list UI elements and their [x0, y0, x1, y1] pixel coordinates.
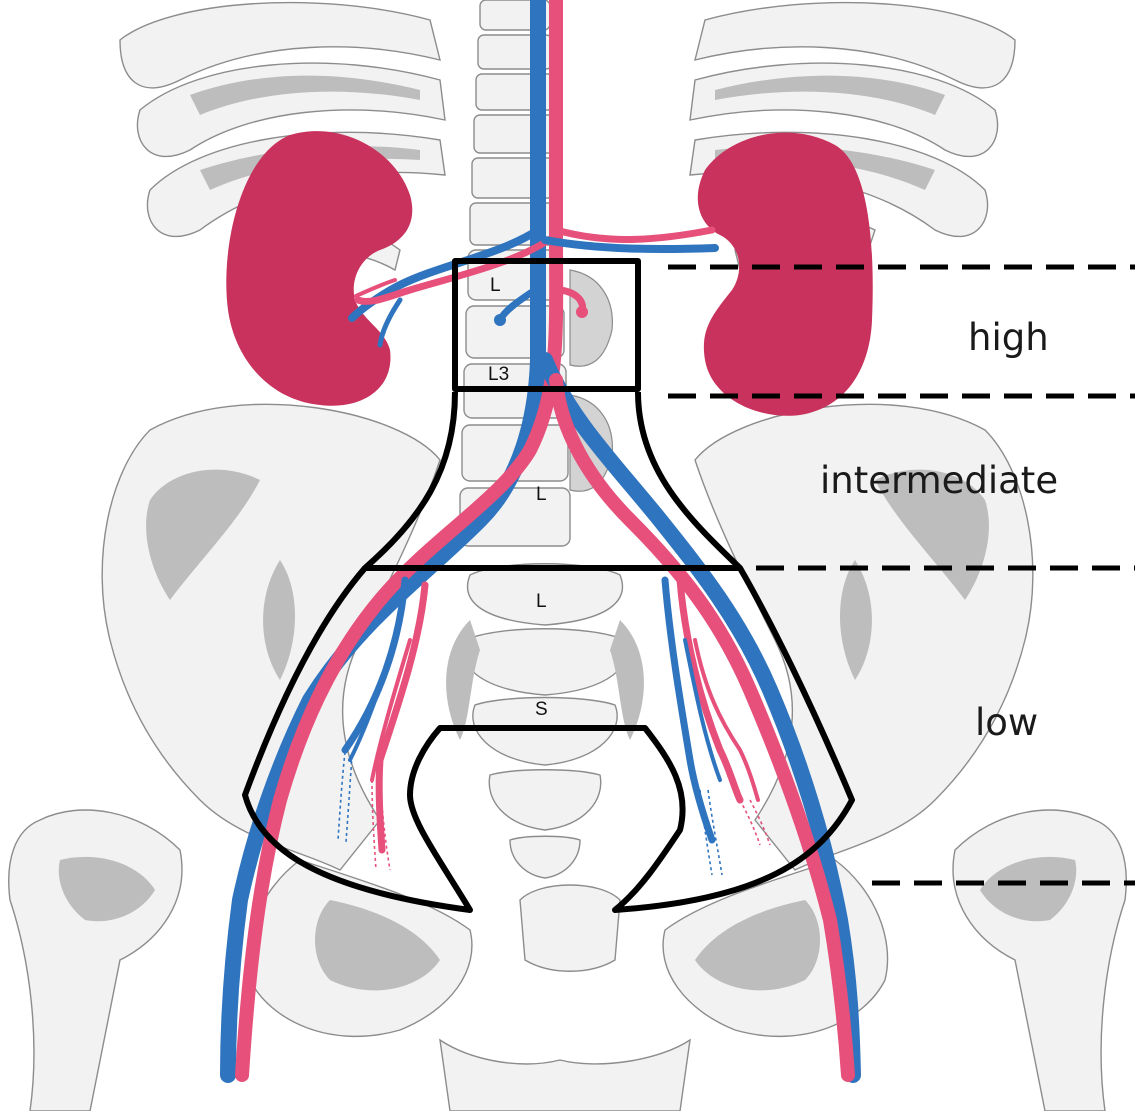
zone-label-high: high [968, 316, 1049, 359]
right-kidney [698, 133, 873, 416]
vertebra-label-s: S [535, 699, 548, 720]
vertebra-label-l-middle: L [536, 484, 547, 505]
vertebra-label-l-lower: L [536, 591, 547, 612]
vertebra-label-l-upper: L [490, 275, 501, 296]
zone-label-intermediate: intermediate [820, 459, 1058, 502]
vertebra-label-l3: L3 [488, 364, 509, 385]
left-kidney [226, 131, 412, 406]
zone-label-low: low [975, 701, 1038, 744]
